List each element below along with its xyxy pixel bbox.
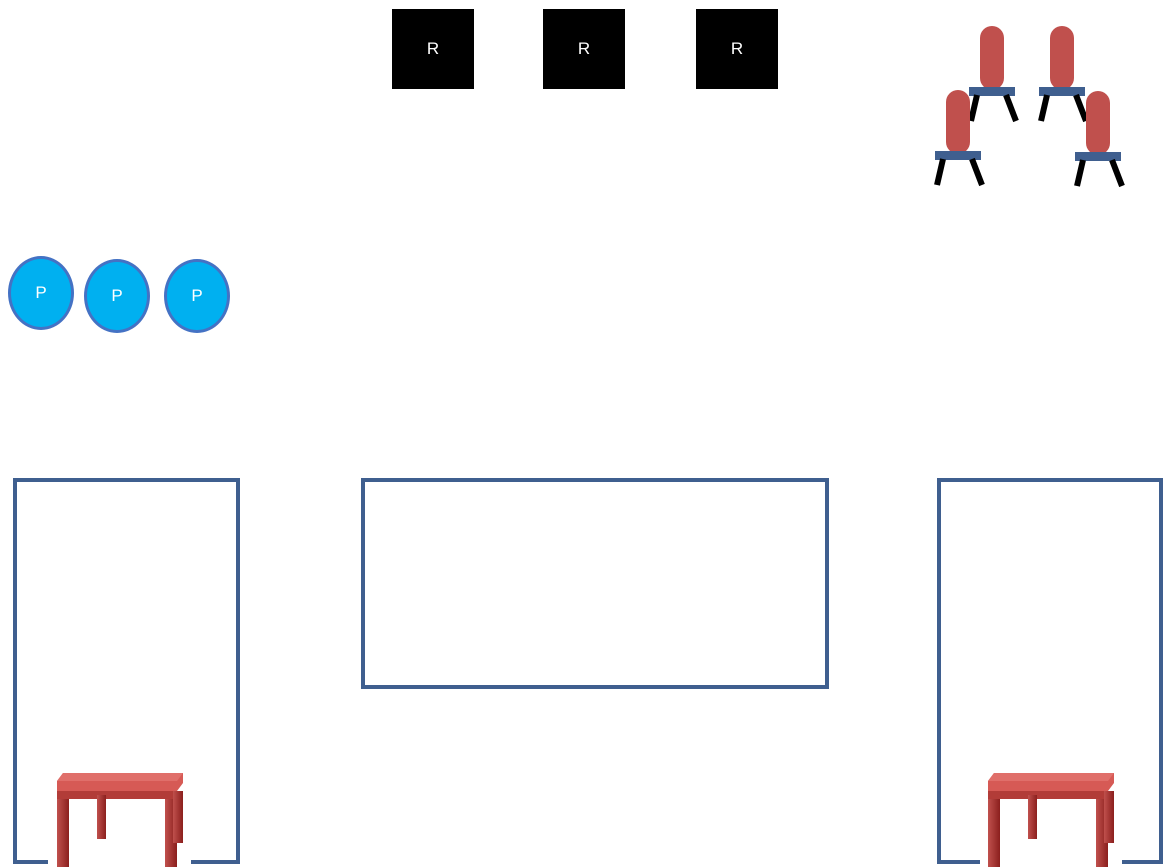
side-table-icon: [57, 773, 183, 867]
chair-icon: [969, 26, 1016, 121]
side-table-icon: [988, 773, 1114, 867]
right-booth-outline: [939, 480, 1161, 862]
chair-icon: [1039, 26, 1086, 121]
left-booth-outline: [15, 480, 238, 862]
center-table-outline: [363, 480, 827, 687]
